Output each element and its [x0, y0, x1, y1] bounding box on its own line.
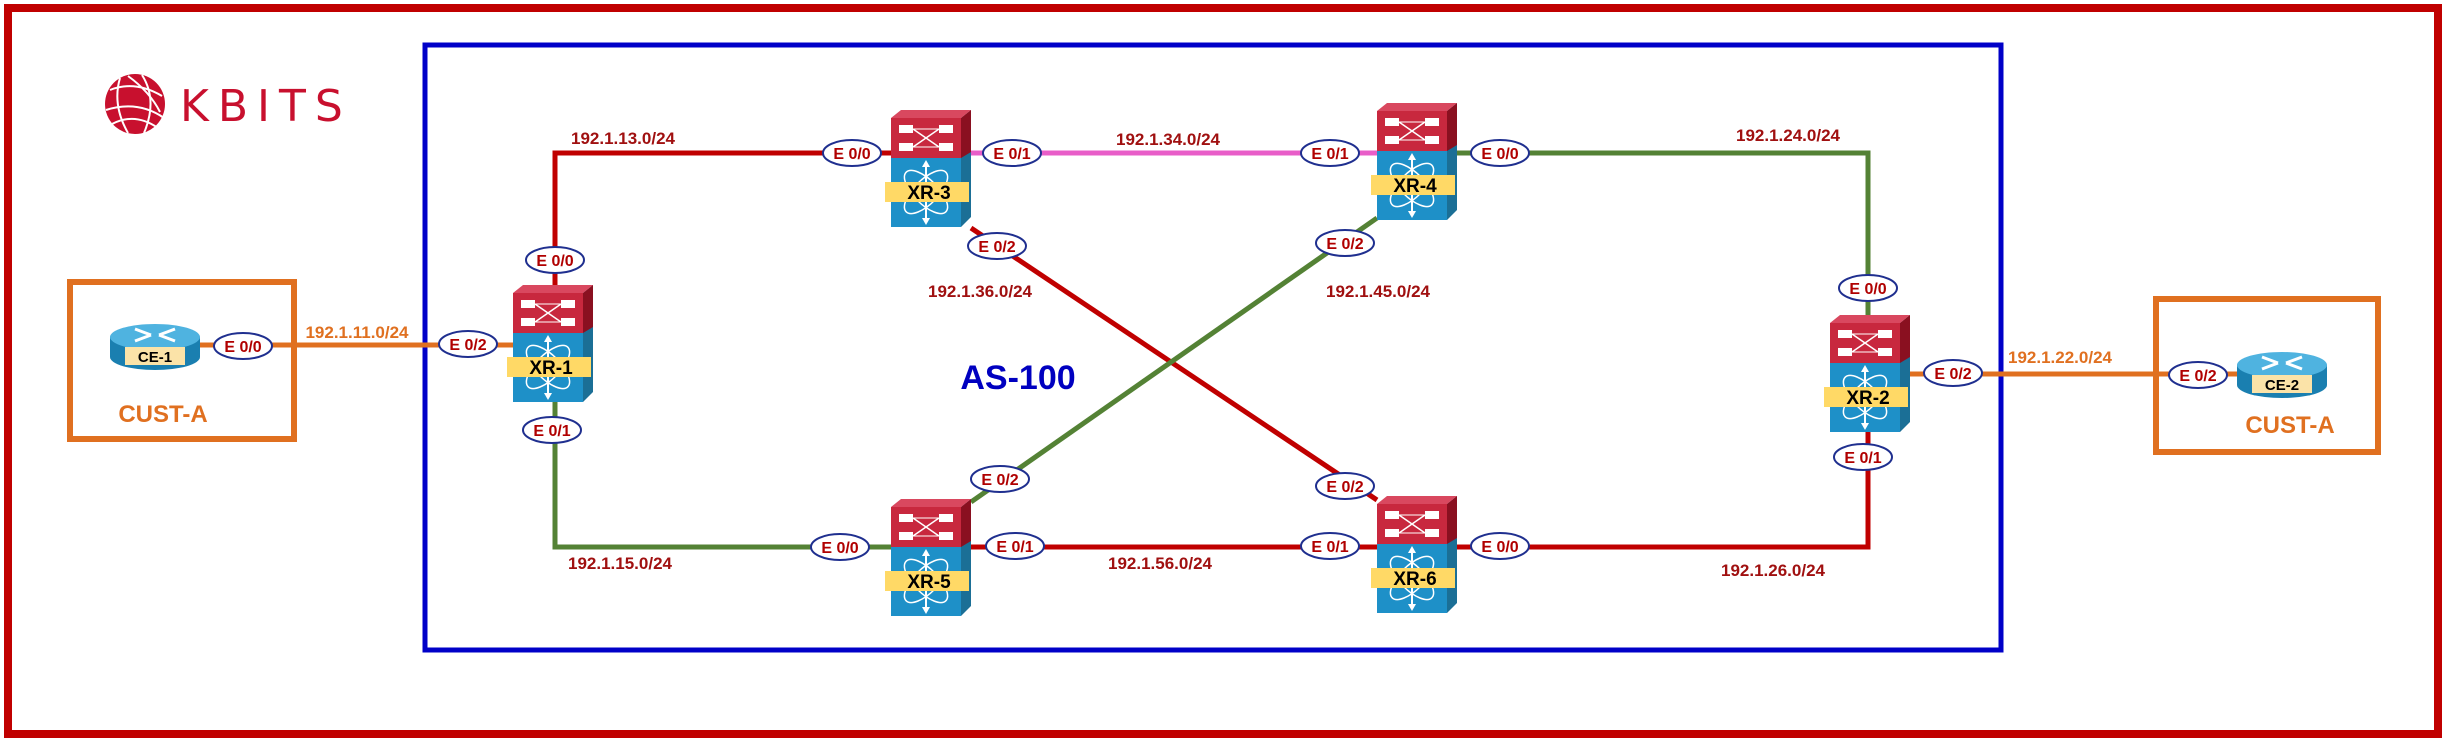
xr-switch-icon [1376, 102, 1458, 221]
interface-badge-ce2-e02[interactable]: E 0/2 [2168, 361, 2228, 389]
device-xr-1[interactable]: XR-1 [507, 284, 594, 403]
link-xr6-xr2[interactable] [1457, 432, 1871, 550]
outer-frame [4, 4, 2442, 738]
interface-label: E 0/0 [1481, 146, 1518, 163]
interface-label: E 0/0 [1481, 539, 1518, 556]
globe-icon [105, 74, 165, 134]
interface-badge-xr3-e02[interactable]: E 0/2 [967, 232, 1027, 260]
interface-label: E 0/2 [981, 472, 1018, 489]
network-labels: 192.1.11.0/24 192.1.13.0/24 192.1.15.0/2… [305, 126, 2112, 580]
interface-label: E 0/1 [533, 423, 570, 440]
interface-label: E 0/1 [993, 146, 1030, 163]
network-label: 192.1.34.0/24 [1116, 130, 1221, 149]
interface-label: E 0/2 [2179, 368, 2216, 385]
device-ce-2[interactable]: CE-2 [2235, 350, 2329, 400]
xr-switch-icon [512, 284, 594, 403]
network-label: 192.1.22.0/24 [2008, 348, 2113, 367]
customer-label-left: CUST-A [118, 401, 207, 428]
kbits-logo: KBITS [105, 74, 352, 134]
interface-label: E 0/2 [1326, 236, 1363, 253]
interface-badge-ce1-e00[interactable]: E 0/0 [213, 332, 273, 360]
device-xr-6[interactable]: XR-6 [1371, 495, 1458, 614]
interface-badges: E 0/0 E 0/2 E 0/0 E 0/0 E 0/1 E 0/0 E 0/… [213, 139, 2228, 561]
interface-label: E 0/1 [1311, 146, 1348, 163]
device-label: CE-1 [138, 349, 172, 366]
link-xr1-xr5[interactable] [552, 402, 891, 550]
interface-label: E 0/2 [1934, 366, 1971, 383]
xr-switch-icon [1829, 314, 1911, 433]
interface-badge-xr2-e02[interactable]: E 0/2 [1923, 359, 1983, 387]
network-label: 192.1.24.0/24 [1736, 126, 1841, 145]
interface-label: E 0/2 [449, 337, 486, 354]
network-label: 192.1.13.0/24 [571, 129, 676, 148]
interface-badge-xr3-e00[interactable]: E 0/0 [822, 139, 882, 167]
interface-label: E 0/0 [833, 146, 870, 163]
device-label: XR-1 [529, 358, 573, 379]
interface-badge-xr4-e01[interactable]: E 0/1 [1300, 139, 1360, 167]
device-xr-4[interactable]: XR-4 [1371, 102, 1458, 221]
xr-switch-icon [1376, 495, 1458, 614]
link-xr1-xr3[interactable] [552, 150, 891, 285]
interface-label: E 0/0 [536, 253, 573, 270]
links [200, 150, 2240, 550]
device-label: XR-4 [1393, 176, 1437, 197]
interface-badge-xr4-e02[interactable]: E 0/2 [1315, 229, 1375, 257]
interface-badge-xr2-e00[interactable]: E 0/0 [1838, 274, 1898, 302]
network-label: 192.1.11.0/24 [305, 323, 409, 342]
interface-label: E 0/0 [821, 540, 858, 557]
link-xr4-xr5[interactable] [969, 215, 1379, 505]
device-label: XR-5 [907, 572, 951, 593]
device-ce-1[interactable]: CE-1 [108, 322, 202, 372]
customer-label-right: CUST-A [2245, 412, 2334, 439]
customer-site-left [67, 279, 297, 442]
network-label: 192.1.26.0/24 [1721, 561, 1826, 580]
interface-badge-xr1-e01[interactable]: E 0/1 [522, 416, 582, 444]
device-label: CE-2 [2265, 377, 2299, 394]
interface-badge-xr6-e00[interactable]: E 0/0 [1470, 532, 1530, 560]
interface-badge-xr6-e02[interactable]: E 0/2 [1315, 472, 1375, 500]
network-label: 192.1.15.0/24 [568, 554, 673, 573]
device-xr-3[interactable]: XR-3 [885, 109, 972, 228]
network-label: 192.1.56.0/24 [1108, 554, 1213, 573]
device-label: XR-3 [907, 183, 950, 204]
device-label: XR-6 [1393, 569, 1436, 590]
as-label: AS-100 [960, 359, 1075, 397]
interface-label: E 0/1 [1844, 450, 1881, 467]
interface-label: E 0/0 [224, 339, 261, 356]
interface-badge-xr1-e00[interactable]: E 0/0 [525, 246, 585, 274]
interface-badge-xr1-e02[interactable]: E 0/2 [438, 330, 498, 358]
xr-switch-icon [890, 109, 972, 228]
interface-label: E 0/2 [1326, 479, 1363, 496]
device-xr-2[interactable]: XR-2 [1824, 314, 1911, 433]
network-label: 192.1.36.0/24 [928, 282, 1033, 301]
interface-badge-xr6-e01[interactable]: E 0/1 [1300, 532, 1360, 560]
logo-text: KBITS [180, 81, 352, 132]
interface-badge-xr3-e01[interactable]: E 0/1 [982, 139, 1042, 167]
device-xr-5[interactable]: XR-5 [885, 498, 972, 617]
interface-badge-xr4-e00[interactable]: E 0/0 [1470, 139, 1530, 167]
interface-label: E 0/2 [978, 239, 1015, 256]
link-xr3-xr6[interactable] [969, 225, 1379, 503]
interface-badge-xr5-e02[interactable]: E 0/2 [970, 465, 1030, 493]
network-label: 192.1.45.0/24 [1326, 282, 1431, 301]
link-xr4-xr2[interactable] [1457, 150, 1871, 315]
xr-switch-icon [890, 498, 972, 617]
interface-badge-xr2-e01[interactable]: E 0/1 [1833, 443, 1893, 471]
device-label: XR-2 [1846, 388, 1889, 409]
interface-label: E 0/1 [996, 539, 1033, 556]
interface-label: E 0/1 [1311, 539, 1348, 556]
interface-badge-xr5-e00[interactable]: E 0/0 [810, 533, 870, 561]
interface-label: E 0/0 [1849, 281, 1886, 298]
interface-badge-xr5-e01[interactable]: E 0/1 [985, 532, 1045, 560]
